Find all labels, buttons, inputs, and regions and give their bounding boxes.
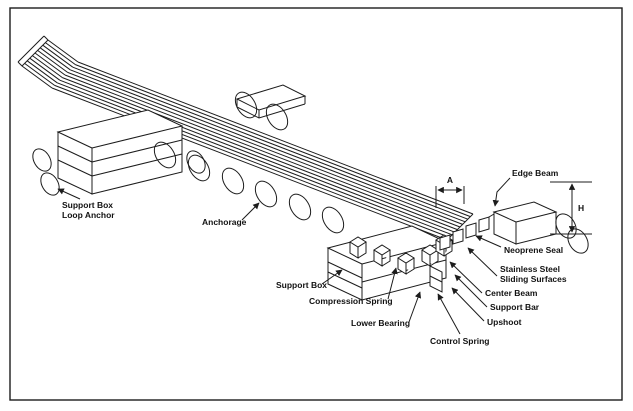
- anchor-loops-lower: [153, 141, 345, 234]
- leader-support-box-lower: [321, 269, 343, 285]
- leader-lower-bearing: [408, 291, 422, 323]
- bearing-block: [373, 244, 391, 267]
- label-support-bar: Support Bar: [490, 302, 540, 312]
- left-support-box-faces: [56, 109, 184, 195]
- lower-bearing-block: [397, 252, 415, 275]
- leader-upshoot: [451, 287, 485, 322]
- leader-center-beam: [449, 261, 483, 294]
- anchorage-loop: [221, 167, 245, 195]
- label-compression-spring: Compression Spring: [309, 296, 393, 306]
- far-box-edges: [236, 96, 306, 119]
- leader-lines: [57, 177, 511, 335]
- dimension-h: [550, 181, 592, 235]
- label-stainless-steel: Stainless Steel: [500, 264, 560, 274]
- label-dim-a: A: [447, 175, 453, 185]
- label-support-box-left: Support Box: [62, 200, 113, 210]
- border-frame: [9, 7, 623, 401]
- anchorage-loop: [234, 91, 258, 119]
- dimension-a: [435, 186, 465, 208]
- label-upshoot: Upshoot: [487, 317, 522, 327]
- beam-end-cut-edge: [446, 213, 474, 241]
- anchorage-loop: [254, 180, 278, 208]
- far-side-anchor-box: [235, 84, 307, 119]
- loop-anchor-ellipse: [32, 148, 52, 172]
- leader-support-bar: [454, 274, 488, 308]
- anchorage-loop: [321, 206, 345, 234]
- anchorage-loop: [265, 103, 289, 131]
- label-center-beam: Center Beam: [485, 288, 538, 298]
- label-loop-anchor: Loop Anchor: [62, 210, 115, 220]
- dim-a-extension-lines: [435, 186, 465, 208]
- label-control-spring: Control Spring: [430, 336, 490, 346]
- label-dim-h: H: [578, 203, 584, 213]
- anchorage-loop: [153, 141, 177, 169]
- beam-assembly: [17, 35, 474, 241]
- edge-beam-box: [492, 201, 558, 245]
- label-lower-bearing: Lower Bearing: [351, 318, 410, 328]
- control-spring-block: [421, 244, 439, 267]
- compression-spring-block: [349, 236, 367, 259]
- label-support-box-lower: Support Box: [276, 280, 327, 290]
- center-beam-section: [452, 228, 464, 245]
- left-support-box: [56, 109, 184, 195]
- beam-lines: [51, 61, 474, 241]
- left-support-box-detail-lines: [57, 139, 183, 177]
- anchorage-loop: [187, 154, 211, 182]
- anchor-loops-upper: [234, 91, 289, 131]
- leader-anchorage: [241, 202, 260, 221]
- dim-h-extension-lines: [550, 181, 592, 235]
- anchorage-loop: [288, 193, 312, 221]
- leader-neoprene-seal: [475, 235, 502, 248]
- upturned-beam-ends: [17, 35, 79, 89]
- label-anchorage: Anchorage: [202, 217, 247, 227]
- center-beam-section: [465, 222, 477, 239]
- label-neoprene-seal: Neoprene Seal: [504, 245, 563, 255]
- leader-compression-spring: [387, 267, 398, 300]
- edge-beam-faces: [492, 201, 558, 245]
- leader-loop-anchor: [57, 188, 81, 200]
- leader-sliding-surfaces: [467, 247, 498, 277]
- leader-edge-beam: [492, 177, 511, 207]
- center-beam-section: [478, 216, 490, 233]
- joint-cross-section: [439, 213, 495, 251]
- label-edge-beam: Edge Beam: [512, 168, 559, 178]
- loop-anchor-ellipse: [40, 172, 60, 196]
- labels: Support Box Loop Anchor Anchorage Suppor…: [62, 168, 584, 346]
- joint-to-edge-link: [488, 213, 495, 218]
- spring-stack: [429, 265, 443, 293]
- center-beam-section: [439, 234, 451, 251]
- label-sliding-surfaces: Sliding Surfaces: [500, 274, 567, 284]
- leader-control-spring: [437, 293, 461, 335]
